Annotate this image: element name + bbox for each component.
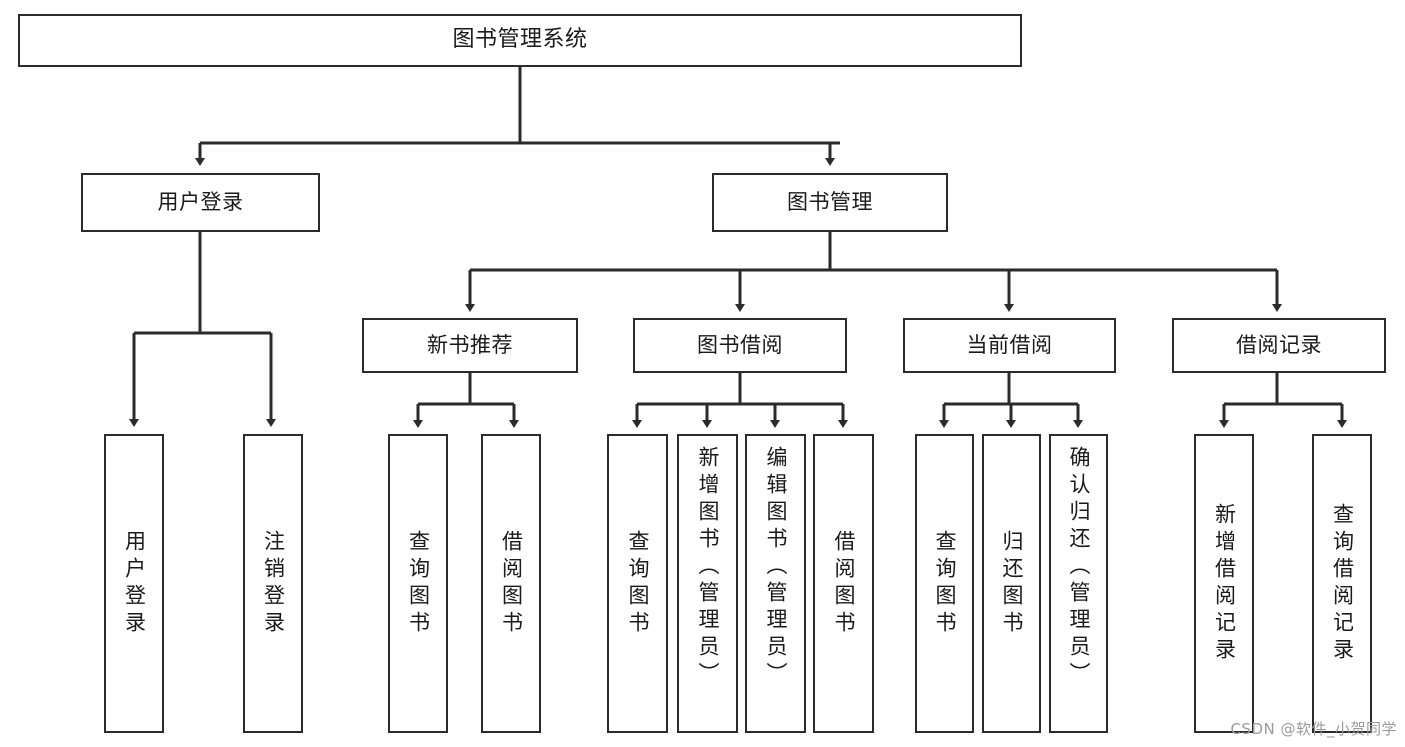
node-leaf-user-login[interactable]: 用户登录 xyxy=(104,434,164,733)
node-current-borrow[interactable]: 当前借阅 xyxy=(903,318,1116,373)
node-leaf-confirm-return-admin-label: 确认归还（管理员） xyxy=(1067,446,1091,689)
node-leaf-query-book-1-label: 查询图书 xyxy=(406,529,431,638)
node-leaf-borrow-book-1[interactable]: 借阅图书 xyxy=(481,434,541,733)
node-leaf-query-book-3-label: 查询图书 xyxy=(933,529,957,638)
node-leaf-logout-label: 注销登录 xyxy=(261,529,286,638)
node-leaf-borrow-book-2-label: 借阅图书 xyxy=(832,529,856,638)
node-book-borrow-label: 图书借阅 xyxy=(697,332,783,357)
node-root-label: 图书管理系统 xyxy=(452,27,588,53)
node-borrow-record-label: 借阅记录 xyxy=(1236,332,1322,357)
node-leaf-edit-book-admin[interactable]: 编辑图书（管理员） xyxy=(745,434,806,733)
node-leaf-query-book-3[interactable]: 查询图书 xyxy=(915,434,974,733)
node-leaf-add-borrow-record[interactable]: 新增借阅记录 xyxy=(1194,434,1254,733)
node-leaf-query-borrow-record[interactable]: 查询借阅记录 xyxy=(1312,434,1372,733)
node-user-login[interactable]: 用户登录 xyxy=(81,173,320,232)
node-new-book-rec[interactable]: 新书推荐 xyxy=(362,318,578,373)
node-current-borrow-label: 当前借阅 xyxy=(966,332,1053,357)
node-new-book-rec-label: 新书推荐 xyxy=(427,332,513,357)
node-book-manage[interactable]: 图书管理 xyxy=(712,173,948,232)
node-book-borrow[interactable]: 图书借阅 xyxy=(633,318,847,373)
node-borrow-record[interactable]: 借阅记录 xyxy=(1172,318,1386,373)
node-leaf-return-book[interactable]: 归还图书 xyxy=(982,434,1041,733)
node-leaf-add-book-admin-label: 新增图书（管理员） xyxy=(696,446,720,689)
node-leaf-add-book-admin[interactable]: 新增图书（管理员） xyxy=(677,434,738,733)
node-leaf-query-book-2-label: 查询图书 xyxy=(626,529,650,638)
node-leaf-edit-book-admin-label: 编辑图书（管理员） xyxy=(764,446,788,689)
node-user-login-label: 用户登录 xyxy=(157,189,244,214)
node-leaf-borrow-book-1-label: 借阅图书 xyxy=(499,529,524,638)
node-leaf-user-login-label: 用户登录 xyxy=(122,529,147,638)
node-leaf-query-book-2[interactable]: 查询图书 xyxy=(607,434,668,733)
node-leaf-add-borrow-record-label: 新增借阅记录 xyxy=(1212,502,1237,665)
node-leaf-query-borrow-record-label: 查询借阅记录 xyxy=(1330,502,1355,665)
node-leaf-return-book-label: 归还图书 xyxy=(1000,529,1024,638)
node-leaf-logout[interactable]: 注销登录 xyxy=(243,434,303,733)
watermark: CSDN @软件_小贺同学 xyxy=(1230,720,1397,738)
node-leaf-borrow-book-2[interactable]: 借阅图书 xyxy=(813,434,874,733)
node-book-manage-label: 图书管理 xyxy=(787,189,873,214)
node-root[interactable]: 图书管理系统 xyxy=(18,14,1022,67)
node-leaf-confirm-return-admin[interactable]: 确认归还（管理员） xyxy=(1049,434,1108,733)
node-leaf-query-book-1[interactable]: 查询图书 xyxy=(388,434,448,733)
